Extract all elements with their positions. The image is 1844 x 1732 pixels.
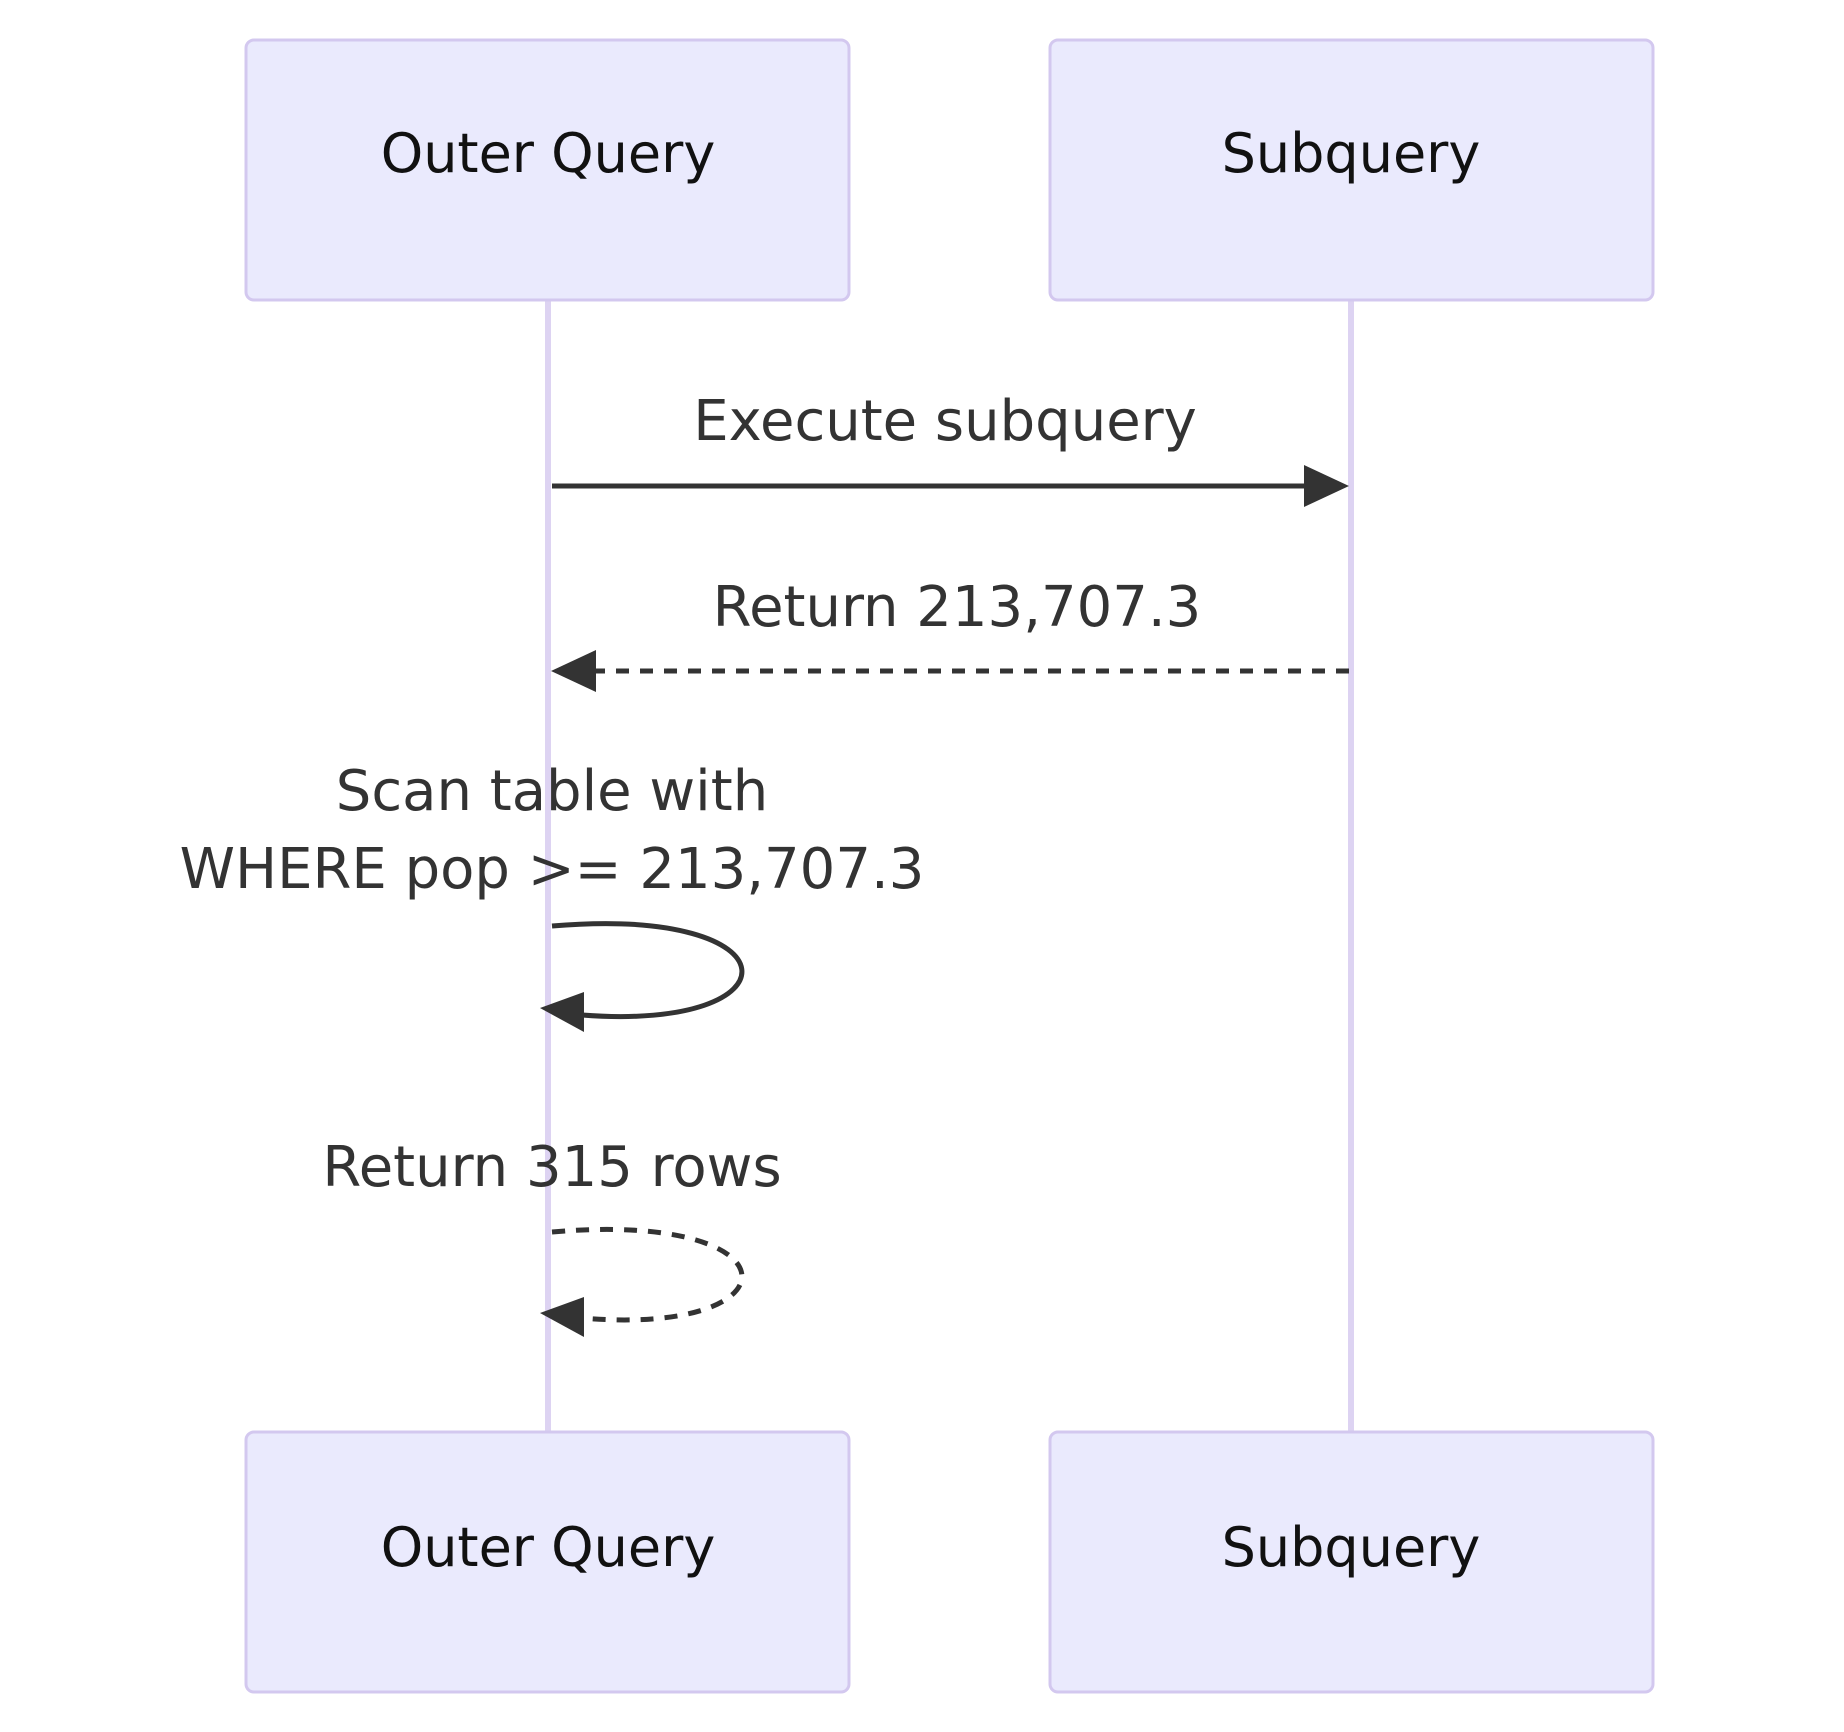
message-return-rows: Return 315 rows [322, 1135, 782, 1337]
message-execute-subquery: Execute subquery [552, 389, 1349, 507]
actor-label: Outer Query [381, 1516, 716, 1579]
arrowhead-icon [1304, 465, 1349, 507]
actor-label: Subquery [1222, 122, 1481, 185]
arrowhead-icon [540, 992, 584, 1032]
message-label: WHERE pop >= 213,707.3 [180, 837, 925, 902]
message-return-value: Return 213,707.3 [551, 575, 1349, 692]
actor-outer-query-bottom: Outer Query [244, 1430, 851, 1694]
message-label: Return 315 rows [322, 1135, 781, 1200]
arrowhead-icon [540, 1297, 584, 1337]
message-label: Return 213,707.3 [713, 575, 1202, 640]
message-label: Scan table with [336, 759, 768, 824]
message-scan-table: Scan table with WHERE pop >= 213,707.3 [180, 759, 925, 1032]
actor-label: Outer Query [381, 122, 716, 185]
self-loop-arrow-line [551, 1226, 745, 1323]
arrowhead-icon [551, 650, 596, 692]
actor-outer-query-top: Outer Query [244, 38, 851, 302]
actor-subquery-top: Subquery [1048, 38, 1655, 302]
message-label: Execute subquery [693, 389, 1197, 454]
actor-label: Subquery [1222, 1516, 1481, 1579]
actor-subquery-bottom: Subquery [1048, 1430, 1655, 1694]
self-loop-arrow-line [551, 921, 745, 1019]
